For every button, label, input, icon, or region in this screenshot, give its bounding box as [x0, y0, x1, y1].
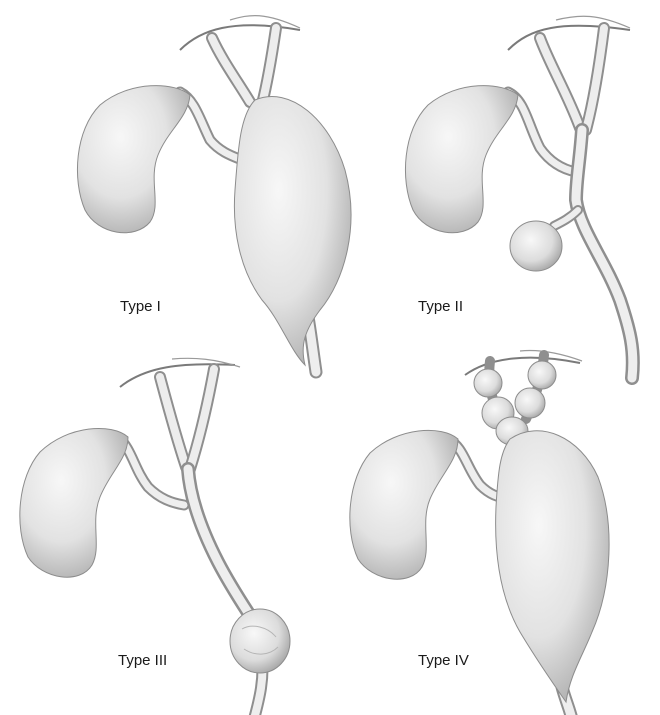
type-4-label: Type IV	[418, 652, 469, 669]
hepatic-duct	[190, 369, 214, 469]
type-1-label: Type I	[120, 298, 161, 315]
panel-type-4: Type IV	[330, 357, 660, 714]
hepatic-duct	[212, 38, 250, 102]
panel-type-1: Type I	[0, 0, 330, 357]
type-2-label: Type II	[418, 298, 463, 315]
panel-type-3: Type III	[0, 357, 330, 714]
type-3-label: Type III	[118, 652, 167, 669]
liver-edge-line	[180, 25, 300, 50]
common-bile-duct	[576, 130, 633, 378]
gallbladder	[77, 86, 190, 233]
extrahepatic-cyst	[496, 431, 609, 702]
gallbladder	[350, 430, 458, 579]
intrahepatic-cyst	[515, 388, 545, 418]
diverticulum-cyst	[510, 221, 562, 271]
type-2-illustration	[330, 0, 660, 357]
gallbladder	[20, 428, 128, 577]
cystic-duct	[180, 92, 242, 160]
intrahepatic-cyst	[528, 361, 556, 389]
type-4-illustration	[330, 357, 660, 714]
liver-edge-line	[508, 26, 630, 50]
choledochocele	[230, 609, 290, 673]
type-1-illustration	[0, 0, 330, 357]
hepatic-duct	[160, 377, 186, 467]
intrahepatic-cyst	[474, 369, 502, 397]
hepatic-duct	[540, 38, 580, 128]
gallbladder	[405, 86, 518, 233]
panel-type-2: Type II	[330, 0, 660, 357]
